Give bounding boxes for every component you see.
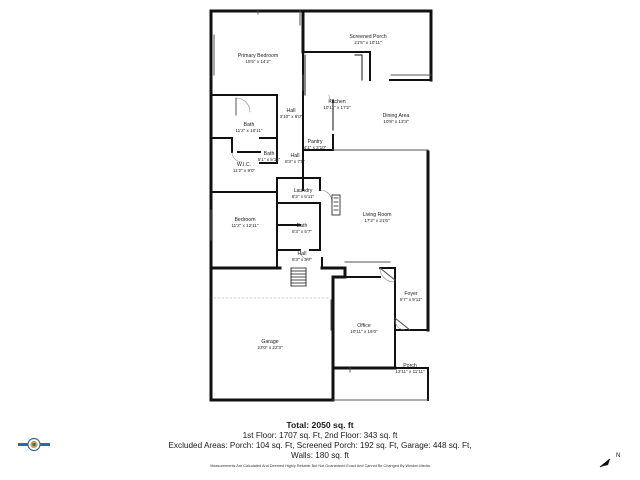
room-office: Office 10'11" x 15'0": [350, 323, 378, 334]
disclaimer: Measurements Are Calculated And Deemed H…: [210, 464, 430, 468]
svg-text:Dining Area: Dining Area: [383, 113, 410, 119]
svg-text:23'0" x 22'3": 23'0" x 22'3": [257, 345, 283, 350]
room-garage: Garage 23'0" x 22'3": [257, 339, 283, 350]
wall-porch-bottom: [302, 51, 371, 81]
room-pantry: Pantry 4'1" x 3'10": [304, 139, 327, 150]
svg-text:Bath: Bath: [244, 122, 255, 128]
stairs-icon: [290, 267, 307, 287]
svg-text:8'3" x 3'7": 8'3" x 3'7": [292, 257, 312, 262]
svg-text:Screened Porch: Screened Porch: [349, 34, 386, 40]
svg-text:Hall: Hall: [291, 153, 300, 159]
svg-text:W.I.C.: W.I.C.: [237, 162, 251, 168]
svg-text:Porch: Porch: [403, 363, 417, 369]
svg-text:8'3" x 5'11": 8'3" x 5'11": [292, 194, 315, 199]
svg-text:10'11" x 15'0": 10'11" x 15'0": [350, 329, 378, 334]
svg-text:17'2" x 21'6": 17'2" x 21'6": [364, 218, 390, 223]
room-screened-porch: Screened Porch 21'5" x 10'11": [349, 34, 386, 45]
floor-plan: Primary Bedroom 15'5" x 14'2" Screened P…: [209, 9, 433, 402]
room-kitchen: Kitchen 10'11" x 17'2": [323, 99, 351, 110]
wall-area: Walls: 180 sq. ft: [291, 451, 349, 460]
excluded-areas: Excluded Areas: Porch: 104 sq. Ft, Scree…: [168, 441, 472, 450]
room-living-room: Living Room 17'2" x 21'6": [363, 212, 392, 223]
room-hall-2: Hall 8'3" x 7'5": [285, 153, 305, 164]
svg-text:10'8" x 13'3": 10'8" x 13'3": [383, 119, 409, 124]
svg-text:21'5" x 10'11": 21'5" x 10'11": [354, 40, 382, 45]
total-area: Total: 2050 sq. ft: [286, 420, 354, 430]
svg-text:5'1" x 5'11": 5'1" x 5'11": [258, 157, 281, 162]
room-porch: Porch 13'11" x 11'11": [395, 363, 425, 374]
svg-text:13'11" x 11'11": 13'11" x 11'11": [395, 369, 425, 374]
svg-text:11'2" x 12'11": 11'2" x 12'11": [231, 223, 258, 228]
svg-text:Living Room: Living Room: [363, 212, 392, 218]
svg-text:Hall: Hall: [298, 251, 307, 257]
walls: [209, 9, 433, 402]
svg-text:Laundry: Laundry: [294, 188, 313, 194]
wall-porch-right: [394, 367, 429, 401]
kitchen-counter: [304, 54, 363, 131]
svg-text:8'3" x 5'7": 8'3" x 5'7": [292, 229, 312, 234]
room-dining-area: Dining Area 10'8" x 13'3": [383, 113, 410, 124]
room-bedroom: Bedroom 11'2" x 12'11": [231, 217, 258, 228]
svg-text:11'2" x 9'0": 11'2" x 9'0": [233, 168, 256, 173]
svg-text:15'5" x 14'2": 15'5" x 14'2": [245, 59, 271, 64]
svg-text:11'2" x 10'11": 11'2" x 10'11": [235, 128, 262, 133]
room-bath-1: Bath 11'2" x 10'11": [235, 122, 262, 133]
svg-text:Bath: Bath: [264, 151, 275, 157]
fireplace-icon: [331, 194, 341, 216]
company-logo-icon: [18, 437, 50, 452]
wall-bath2-right: [259, 151, 278, 164]
svg-text:Hall: Hall: [287, 108, 296, 114]
svg-text:4'1" x 3'10": 4'1" x 3'10": [304, 145, 327, 150]
room-bath-2: Bath 5'1" x 5'11": [258, 151, 281, 162]
svg-text:10'11" x 17'2": 10'11" x 17'2": [323, 105, 351, 110]
svg-text:Primary Bedroom: Primary Bedroom: [238, 53, 278, 59]
room-bath-3: Bath 8'3" x 5'7": [292, 223, 312, 234]
svg-text:Garage: Garage: [261, 339, 278, 345]
room-primary-bedroom: Primary Bedroom 15'5" x 14'2": [238, 53, 278, 64]
room-wic: W.I.C. 11'2" x 9'0": [233, 162, 256, 173]
room-laundry: Laundry 8'3" x 5'11": [292, 188, 315, 199]
room-hall-3: Hall 8'3" x 3'7": [292, 251, 312, 262]
svg-text:3'10" x 6'0": 3'10" x 6'0": [280, 114, 303, 119]
svg-text:Bedroom: Bedroom: [234, 217, 255, 223]
floor-areas: 1st Floor: 1707 sq. Ft, 2nd Floor: 343 s…: [242, 431, 398, 440]
svg-text:5'7" x 9'11": 5'7" x 9'11": [400, 297, 423, 302]
room-foyer: Foyer 5'7" x 9'11": [400, 291, 423, 302]
svg-text:8'3" x 7'5": 8'3" x 7'5": [285, 159, 305, 164]
room-labels: Primary Bedroom 15'5" x 14'2" Screened P…: [231, 34, 425, 374]
svg-text:Foyer: Foyer: [404, 291, 418, 297]
svg-text:Kitchen: Kitchen: [328, 99, 345, 105]
wall-garage-top-right: [320, 266, 347, 279]
north-arrow-icon: N: [599, 453, 620, 468]
room-hall-1: Hall 3'10" x 6'0": [280, 108, 303, 119]
svg-text:Office: Office: [357, 323, 371, 329]
wall-wic-top: [210, 137, 233, 153]
north-label: N: [616, 453, 620, 459]
svg-text:Bath: Bath: [297, 223, 308, 229]
svg-text:Pantry: Pantry: [308, 139, 323, 145]
